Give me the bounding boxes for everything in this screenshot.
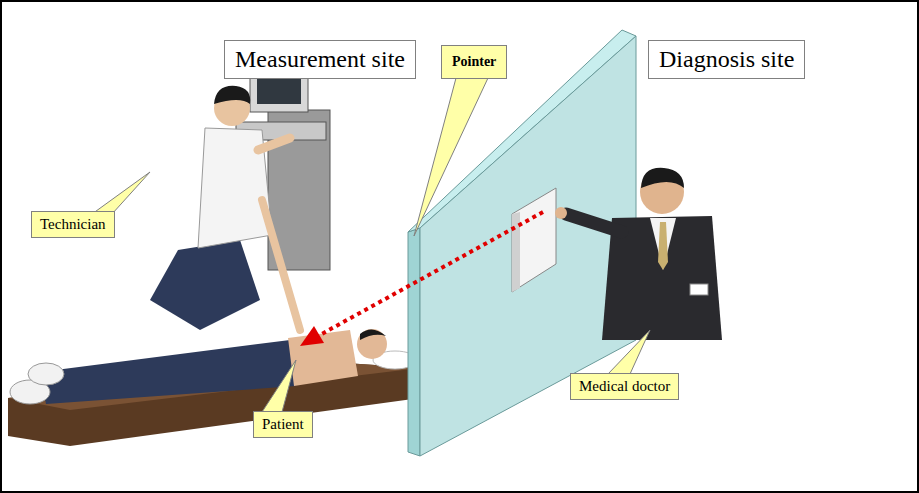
label-text: Measurement site bbox=[235, 46, 405, 73]
callout-label: Technician bbox=[31, 211, 115, 238]
site-label: Diagnosis site bbox=[648, 40, 805, 79]
callout-tail bbox=[414, 78, 488, 236]
doctor-shirt bbox=[650, 218, 676, 270]
patient-sock bbox=[28, 363, 64, 385]
doctor-badge bbox=[690, 284, 708, 295]
callout-tail bbox=[262, 360, 296, 412]
callout-tail bbox=[92, 172, 150, 214]
site-label: Measurement site bbox=[224, 40, 416, 79]
doctor-arm bbox=[566, 214, 622, 232]
doctor-hand bbox=[555, 207, 567, 219]
callout-label: Pointer bbox=[441, 45, 507, 79]
arrow-head bbox=[300, 326, 324, 346]
patient-hair bbox=[360, 329, 386, 340]
label-text: Diagnosis site bbox=[659, 46, 794, 73]
technician-arm bbox=[262, 200, 300, 330]
doctor-tie bbox=[658, 222, 668, 270]
callout-tail bbox=[608, 330, 650, 374]
label-text: Medical doctor bbox=[579, 378, 670, 395]
patient-torso bbox=[288, 330, 358, 386]
label-text: Technician bbox=[40, 216, 106, 233]
panel-edge bbox=[408, 228, 420, 456]
patient-jeans bbox=[40, 340, 296, 404]
pointer-arrow bbox=[318, 212, 543, 336]
label-text: Patient bbox=[262, 416, 304, 433]
technician-legs bbox=[150, 240, 260, 330]
callout-label: Medical doctor bbox=[570, 373, 679, 400]
patient-head bbox=[357, 329, 387, 359]
panel-window bbox=[512, 188, 556, 292]
technician-arm bbox=[258, 138, 290, 150]
label-text: Pointer bbox=[452, 54, 496, 70]
doctor-hair bbox=[641, 168, 684, 188]
technician-hair bbox=[214, 86, 250, 104]
callout-label: Patient bbox=[253, 411, 313, 438]
